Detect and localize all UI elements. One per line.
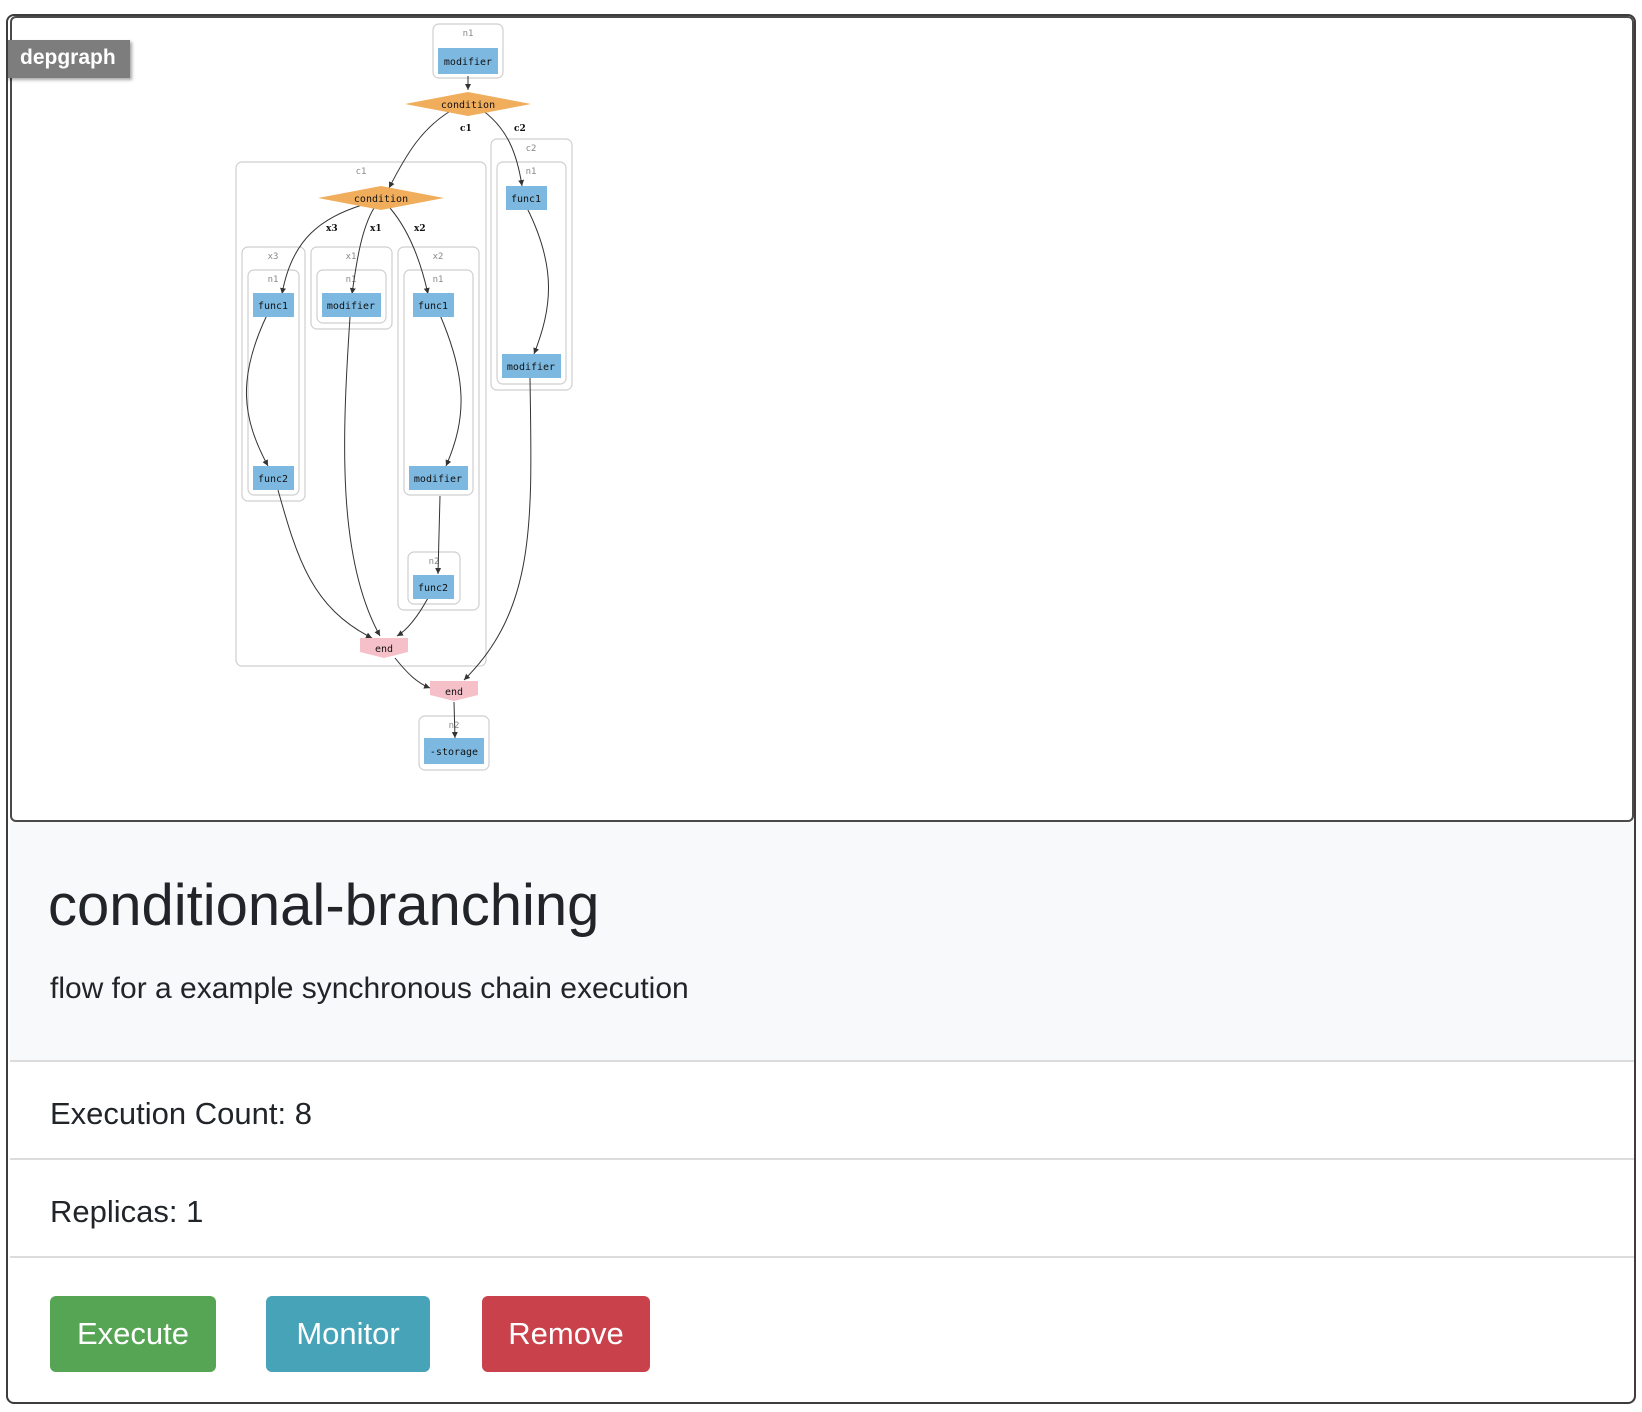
flow-description: flow for a example synchronous chain exe…: [50, 972, 689, 1005]
node-c1-condition-shape[interactable]: [318, 186, 444, 210]
node-top-condition-label: condition: [441, 100, 495, 111]
cluster-label-c2: c2: [526, 144, 537, 154]
edge-x2modifier-x2func2: [435, 495, 442, 575]
node-top-modifier-label: modifier: [444, 57, 492, 68]
flow-header: conditional-branching flow for a example…: [10, 822, 1634, 1062]
node-x2-func1-box[interactable]: [413, 293, 454, 317]
node-top-condition-shape[interactable]: [405, 92, 531, 116]
edge-c1cond-x3: [280, 204, 363, 295]
node-c2-modifier-box[interactable]: [502, 354, 561, 378]
edge-label-x1: x1: [370, 224, 382, 234]
node-top-modifier-box[interactable]: [438, 48, 498, 74]
cluster-label-x2: x2: [433, 252, 444, 262]
cluster-x1-n1: [316, 269, 387, 324]
cluster-x2: [397, 246, 480, 611]
edge-label-c2: c2: [514, 124, 526, 134]
flow-title: conditional-branching: [48, 873, 600, 938]
edge-end-storage: [451, 701, 458, 739]
cluster-x2-n1: [403, 269, 474, 496]
node-c1-condition-label: condition: [354, 194, 408, 205]
edge-x2func2-c1end: [396, 597, 429, 637]
cluster-label-x3-n1: n1: [268, 275, 279, 285]
node-x2-func1-label: func1: [418, 301, 448, 312]
node-x2-func2-label: func2: [418, 583, 448, 594]
node-c2-modifier-label: modifier: [507, 362, 555, 373]
cluster-label-c1: c1: [356, 167, 367, 177]
edge-c2modifier-end: [463, 377, 532, 681]
execution-count-row: Execution Count: 8: [10, 1062, 1634, 1160]
cluster-c1: [235, 161, 487, 667]
node-x3-func2-label: func2: [258, 474, 288, 485]
node-main-end-label: end: [445, 687, 463, 698]
edge-x1modifier-c1end: [344, 316, 381, 637]
cluster-x3-n1: [247, 269, 300, 496]
node-c1-end-shape[interactable]: [360, 638, 408, 658]
edge-x2func1-x2modifier: [439, 314, 462, 467]
cluster-label-x1: x1: [346, 252, 357, 262]
depgraph-tag: depgraph: [8, 40, 130, 78]
graph-canvas: n1 c1 c2 n1 x3 n1 x1 n1 x2 n1 n2 n2: [235, 23, 573, 771]
edge-condition-c1: [388, 109, 453, 189]
cluster-label-n2-bottom: n2: [449, 721, 460, 731]
node-c2-func1-label: func1: [511, 194, 541, 205]
node-c1-end-label: end: [375, 644, 393, 655]
cluster-x1: [310, 246, 393, 330]
cluster-label-x3: x3: [268, 252, 279, 262]
node-x2-modifier-label: modifier: [414, 474, 462, 485]
cluster-x3: [241, 246, 306, 502]
node-storage-label: -storage: [430, 747, 478, 758]
node-storage-box[interactable]: [424, 738, 484, 764]
node-x3-func1-label: func1: [258, 301, 288, 312]
node-x1-modifier-box[interactable]: [322, 293, 381, 317]
cluster-c2-n1: [496, 161, 567, 385]
edge-condition-c2: [481, 109, 525, 187]
remove-button[interactable]: Remove: [482, 1296, 650, 1372]
execution-count: Execution Count: 8: [50, 1096, 312, 1131]
edge-label-c1: c1: [460, 124, 472, 134]
execute-button[interactable]: Execute: [50, 1296, 216, 1372]
edge-c1end-end: [394, 657, 431, 689]
cluster-label-x2-n1: n1: [433, 275, 444, 285]
node-c2-func1-box[interactable]: [506, 186, 547, 210]
flow-card: depgraph n1 c1 c2 n1 x3 n1 x1 n1: [6, 14, 1636, 1404]
node-x2-func2-box[interactable]: [413, 575, 454, 599]
edge-x3func2-c1end: [277, 489, 373, 639]
edge-c2func1-c2modifier: [526, 207, 549, 355]
dependency-graph: depgraph n1 c1 c2 n1 x3 n1 x1 n1: [8, 16, 1634, 822]
cluster-x2-n2: [407, 551, 461, 605]
cluster-c2: [490, 138, 573, 391]
cluster-label-x1-n1: n1: [346, 275, 357, 285]
node-x3-func2-box[interactable]: [253, 466, 294, 490]
edge-c1cond-x1: [349, 207, 375, 295]
edge-label-x2: x2: [414, 224, 426, 234]
edge-label-x3: x3: [326, 224, 338, 234]
cluster-label-n1-top: n1: [463, 29, 474, 39]
node-main-end-shape[interactable]: [430, 681, 478, 701]
edge-c1cond-x2: [389, 207, 430, 295]
cluster-label-x2-n2: n2: [429, 557, 440, 567]
node-x3-func1-box[interactable]: [253, 293, 294, 317]
node-x2-modifier-box[interactable]: [409, 466, 468, 490]
replicas-count: Replicas: 1: [50, 1194, 204, 1229]
replicas-row: Replicas: 1: [10, 1160, 1634, 1258]
cluster-label-c2-n1: n1: [526, 167, 537, 177]
monitor-button[interactable]: Monitor: [266, 1296, 430, 1372]
node-x1-modifier-label: modifier: [327, 301, 375, 312]
edge-x3func1-x3func2: [245, 314, 269, 467]
